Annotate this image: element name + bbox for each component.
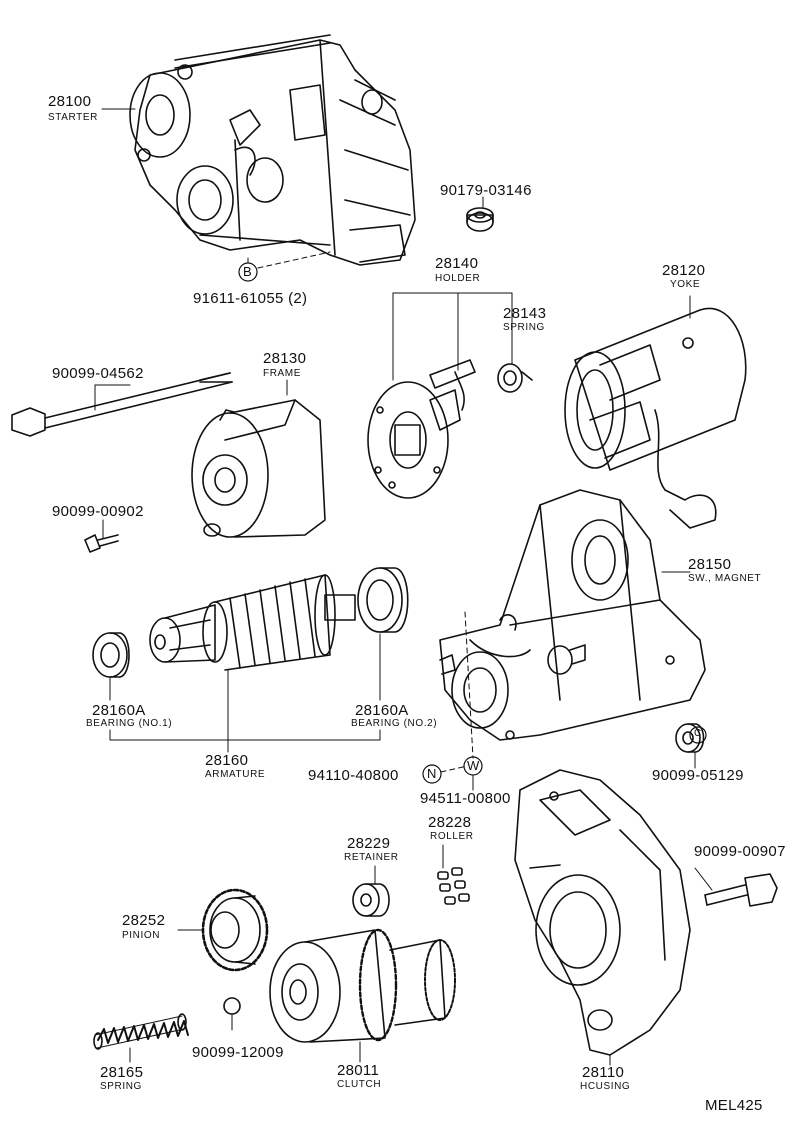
marker-w-label: W [467,758,480,773]
part-number: 28150 [688,556,732,573]
commutator-end-frame-illustration [191,399,326,538]
part-number: 28120 [662,262,706,279]
part-number: 28160A [355,702,409,719]
part-number: 90099-05129 [652,767,744,784]
part-name: SPRING [100,1081,142,1092]
steel-ball-illustration [223,997,241,1015]
part-name: PINION [122,930,161,941]
part-name: HOLDER [435,273,481,284]
nut-90179-03146-illustration [466,207,494,232]
drive-housing-illustration [514,769,691,1056]
part-number: 28160 [205,752,249,769]
part-number: 28011 [337,1062,380,1079]
part-number: 94110-40800 [308,767,399,784]
part-number: 91611-61055 (2) [193,290,308,307]
part-number: 28160A [92,702,146,719]
armature-illustration [149,574,356,671]
part-number: 90099-00907 [694,843,786,860]
part-number: 90099-12009 [192,1044,284,1061]
part-number: 28130 [263,350,307,367]
part-name: SW., MAGNET [688,573,762,584]
yoke-illustration [564,307,747,529]
part-number: 28100 [48,93,92,110]
starter-assembly-illustration [129,34,416,266]
bearing-no1-illustration [92,632,130,678]
marker-n-label: N [427,766,437,781]
part-number: 28228 [428,814,472,831]
marker-b-label: B [243,264,252,279]
compression-spring-illustration [93,1013,189,1050]
part-number: 90099-00902 [52,503,144,520]
part-name: BEARING (NO.2) [351,718,438,729]
retainer-illustration [352,883,390,917]
brush-holder-illustration [367,359,476,499]
part-number: 28140 [435,255,479,272]
starter-clutch-illustration [269,928,456,1043]
part-name: ARMATURE [205,769,266,780]
marker-circles [238,262,707,784]
part-name: CLUTCH [337,1079,382,1090]
diagram-code: MEL425 [705,1097,763,1114]
pinion-gear-illustration [201,888,269,972]
part-name: FRAME [263,368,301,379]
bearing-no2-illustration [357,567,409,633]
part-number: 28252 [122,912,166,929]
magnetic-switch-illustration [439,489,706,741]
through-bolt-illustration [11,372,233,437]
part-number: 90099-04562 [52,365,144,382]
part-name: RETAINER [344,852,399,863]
part-number: 28229 [347,835,391,852]
part-number: 28110 [582,1064,625,1081]
screw-90099-00902-illustration [84,534,119,553]
brush-spring-illustration [497,363,533,393]
nut-90099-05129-illustration [675,723,705,753]
part-name: BEARING (NO.1) [86,718,173,729]
part-name: ROLLER [430,831,474,842]
part-name: YOKE [670,279,701,290]
part-number: 28165 [100,1064,144,1081]
marker-c-label: C [694,728,702,739]
rollers-illustration [437,867,470,905]
bolt-90099-00907-illustration [704,873,778,907]
leader-lines [94,108,713,1066]
part-number: 94511-00800 [420,790,511,807]
part-name: SPRING [503,322,545,333]
part-number: 28143 [503,305,547,322]
part-name: STARTER [48,112,98,123]
part-name: HCUSING [580,1081,631,1092]
part-number: 90179-03146 [440,182,532,199]
